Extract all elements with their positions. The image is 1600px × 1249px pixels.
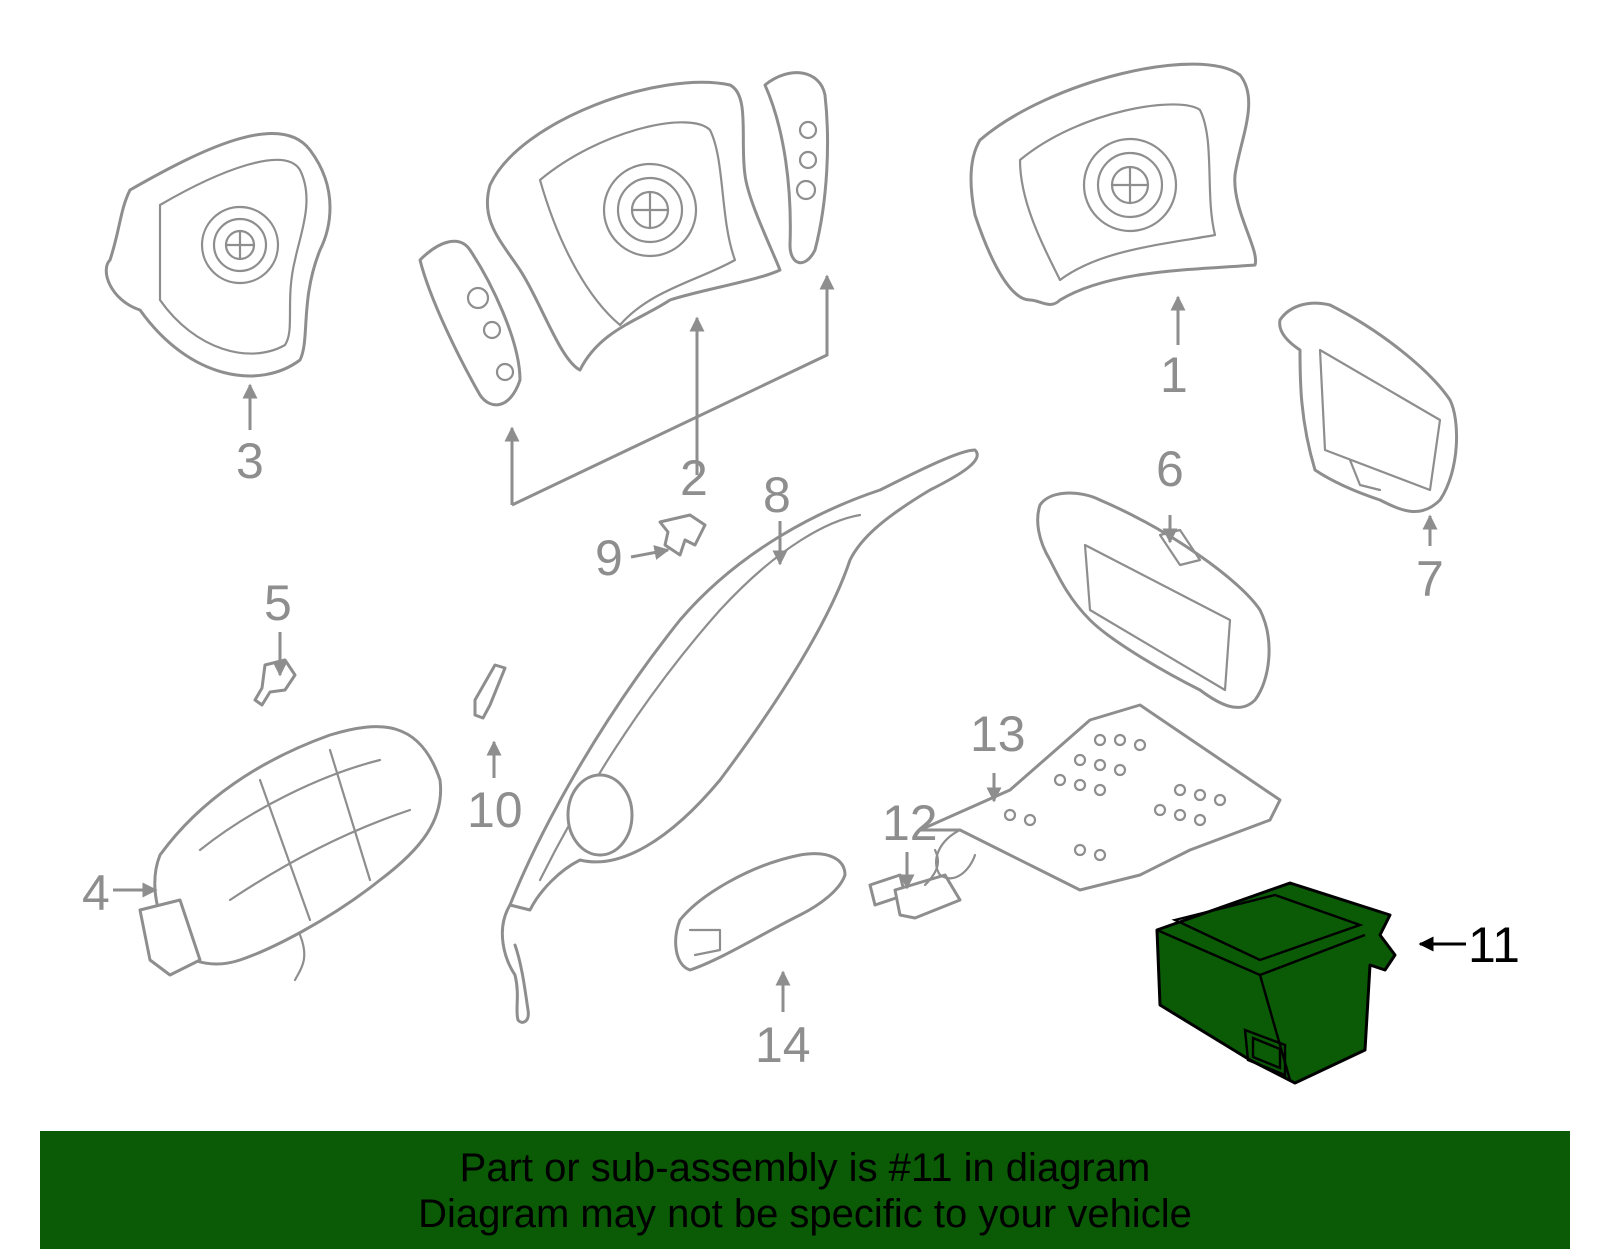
label-14: 14 <box>755 1017 811 1073</box>
label-9: 9 <box>595 530 623 586</box>
label-4: 4 <box>82 865 110 921</box>
part-7-airbag-module[interactable] <box>1278 301 1458 514</box>
label-6: 6 <box>1156 441 1184 497</box>
label-13: 13 <box>970 706 1026 762</box>
label-3: 3 <box>236 433 264 489</box>
label-10: 10 <box>467 782 523 838</box>
part-9-clip[interactable] <box>658 513 707 557</box>
part-12-connector[interactable] <box>868 848 962 920</box>
info-banner: Part or sub-assembly is #11 in diagram D… <box>40 1131 1570 1249</box>
label-12: 12 <box>882 795 938 851</box>
label-7: 7 <box>1416 551 1444 607</box>
part-1-airbag[interactable] <box>969 62 1258 306</box>
banner-line-2: Diagram may not be specific to your vehi… <box>418 1192 1192 1236</box>
label-11: 11 <box>1468 917 1520 973</box>
label-2: 2 <box>680 450 708 506</box>
leader-lines <box>113 274 1466 1012</box>
part-13-sensor-mat[interactable] <box>918 703 1282 892</box>
part-8-curtain-airbag[interactable] <box>500 448 979 1024</box>
part-3-airbag[interactable] <box>104 132 332 378</box>
part-4-knee-airbag[interactable] <box>138 725 443 982</box>
part-11-control-module[interactable] <box>1155 881 1397 1085</box>
banner-line-1: Part or sub-assembly is #11 in diagram <box>459 1146 1151 1190</box>
part-10-bracket[interactable] <box>473 663 507 720</box>
label-8: 8 <box>763 467 791 523</box>
part-6-airbag-module[interactable] <box>1036 491 1271 709</box>
part-5-bolt[interactable] <box>253 658 297 707</box>
label-5: 5 <box>264 575 292 631</box>
callout-labels: 1 2 3 4 5 6 7 8 9 10 11 12 13 14 <box>82 347 1520 1073</box>
part-2-airbag-with-switches[interactable] <box>418 71 830 407</box>
parts-diagram: 1 2 3 4 5 6 7 8 9 10 11 12 13 14 <box>82 62 1520 1085</box>
part-14-sensor[interactable] <box>674 852 847 972</box>
label-1: 1 <box>1160 347 1188 403</box>
